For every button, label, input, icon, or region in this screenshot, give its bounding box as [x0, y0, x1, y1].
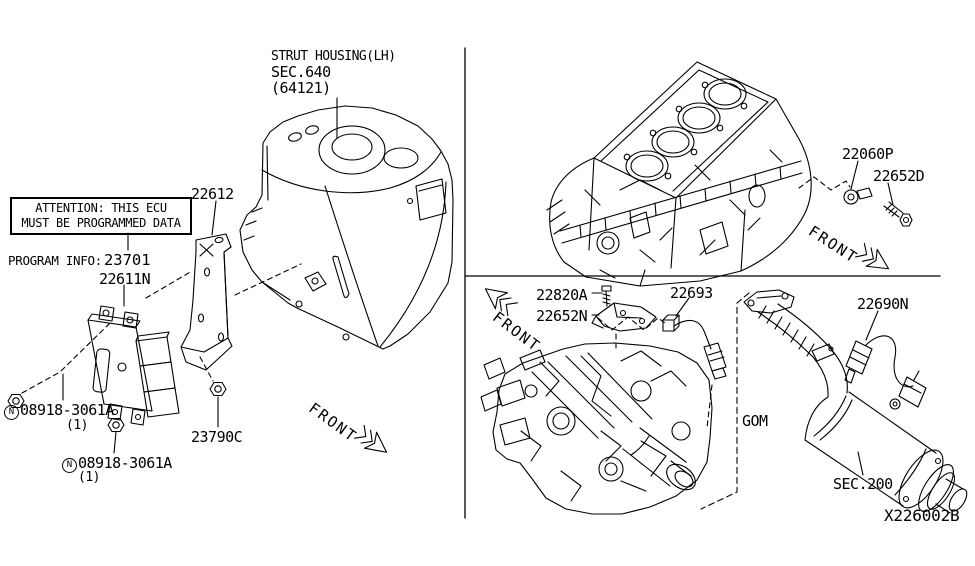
- strut-housing-section: SEC.640: [271, 63, 331, 81]
- bottom-dashed-lines: [597, 316, 713, 429]
- attention-line1: ATTENTION: THIS ECU: [35, 201, 167, 215]
- n-circle-icon: N: [62, 458, 77, 473]
- program-info-label: PROGRAM INFO:: [8, 253, 102, 268]
- knock-sensor-bolt-drawing: [883, 201, 913, 227]
- strut-housing-drawing: [239, 105, 454, 350]
- front-arrow-icon: [854, 241, 895, 278]
- program-info: PROGRAM INFO: 23701: [8, 251, 151, 269]
- o2-sensor-drawing: [844, 335, 927, 408]
- part-label-22820A: 22820A: [536, 286, 588, 304]
- strut-housing-part: (64121): [271, 79, 331, 97]
- af-sensor-drawing: [662, 314, 727, 380]
- nut-lower-qty: (1): [78, 470, 100, 485]
- engine-block-drawing: [546, 61, 812, 287]
- left-leader-lines: [62, 97, 338, 454]
- section-200-label: SEC.200: [833, 475, 893, 493]
- strut-housing-name: STRUT HOUSING(LH): [271, 49, 396, 64]
- part-label-22611N: 22611N: [99, 270, 151, 288]
- part-label-22060P: 22060P: [842, 145, 894, 163]
- part-label-22690N: 22690N: [857, 295, 909, 313]
- strut-housing-reference: STRUT HOUSING(LH) SEC.640 (64121): [271, 49, 396, 97]
- program-info-part-number: 23701: [103, 251, 151, 269]
- nut-lower-number: 08918-3061A: [78, 454, 172, 472]
- attention-line2: MUST BE PROGRAMMED DATA: [21, 216, 181, 230]
- front-arrow-icon: [352, 423, 394, 461]
- part-label-23790C: 23790C: [191, 428, 243, 446]
- bottom-leader-lines: [591, 292, 879, 476]
- diagram-code: X226002B: [884, 506, 960, 525]
- sensor-bracket-drawing: [591, 302, 657, 332]
- engine-front-drawing: [480, 342, 713, 515]
- nut-front-number: 08918-3061A: [20, 401, 114, 419]
- ecu-attention-note: ATTENTION: THIS ECU MUST BE PROGRAMMED D…: [10, 197, 192, 235]
- gom-zone-dashed-boundary: [700, 292, 750, 510]
- knock-sensor-drawing: [843, 187, 873, 205]
- nut-front-qty: (1): [66, 418, 88, 433]
- part-label-22693: 22693: [670, 284, 713, 302]
- divider-lines: [464, 47, 941, 519]
- exhaust-tube-drawing: [743, 289, 968, 514]
- part-label-22652N: 22652N: [536, 307, 588, 325]
- ecu-bracket-drawing: [180, 233, 233, 371]
- sensor-bolt-drawing: [601, 285, 612, 307]
- n-circle-icon: N: [4, 405, 19, 420]
- part-label-22652D: 22652D: [873, 167, 925, 185]
- ecu-drawing: [87, 305, 180, 426]
- left-assembly-dashed-lines: [21, 263, 302, 394]
- knock-sensor-leaders: [850, 160, 894, 206]
- gom-zone-label: GOM: [742, 412, 768, 430]
- part-label-22612: 22612: [191, 185, 234, 203]
- knock-sensor-dashed-line: [798, 176, 851, 191]
